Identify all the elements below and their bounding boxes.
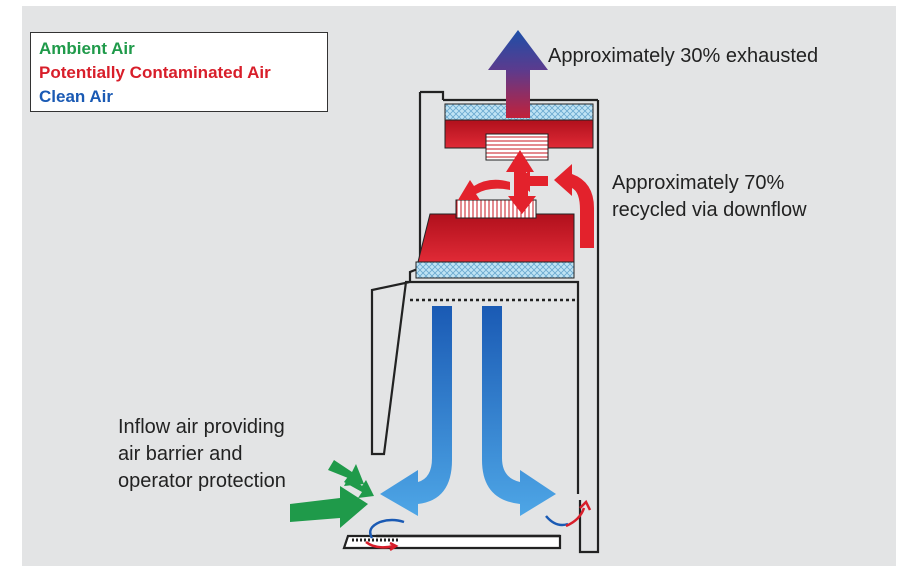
recycle-label-line-2: recycled via downflow <box>612 199 807 221</box>
recycle-label-line-1: Approximately 70% <box>612 172 785 194</box>
inflow-label: Inflow air providing air barrier and ope… <box>118 414 286 495</box>
legend-item-contaminated-air: Potentially Contaminated Air <box>39 63 271 82</box>
inflow-label-line-2: air barrier and <box>118 443 243 465</box>
exhaust-arrow <box>488 30 548 118</box>
inflow-label-line-3: operator protection <box>118 470 286 492</box>
legend-item-clean-air: Clean Air <box>39 87 114 106</box>
supply-hepa-filter <box>415 261 575 279</box>
main-blower-housing <box>417 213 575 263</box>
inflow-label-line-1: Inflow air providing <box>118 416 285 438</box>
recirculation-arrows <box>458 150 594 248</box>
clean-downflow-arrows <box>380 306 556 516</box>
rear-grille-airflow <box>545 499 592 528</box>
legend: Ambient Air Potentially Contaminated Air… <box>30 32 328 112</box>
exhaust-label: Approximately 30% exhausted <box>548 45 819 67</box>
cabinet-outline <box>342 90 600 554</box>
front-grille-airflow <box>365 518 405 552</box>
legend-item-ambient-air: Ambient Air <box>39 39 135 58</box>
recycle-label: Approximately 70% recycled via downflow <box>612 170 807 224</box>
ambient-inflow-arrows <box>290 460 374 528</box>
